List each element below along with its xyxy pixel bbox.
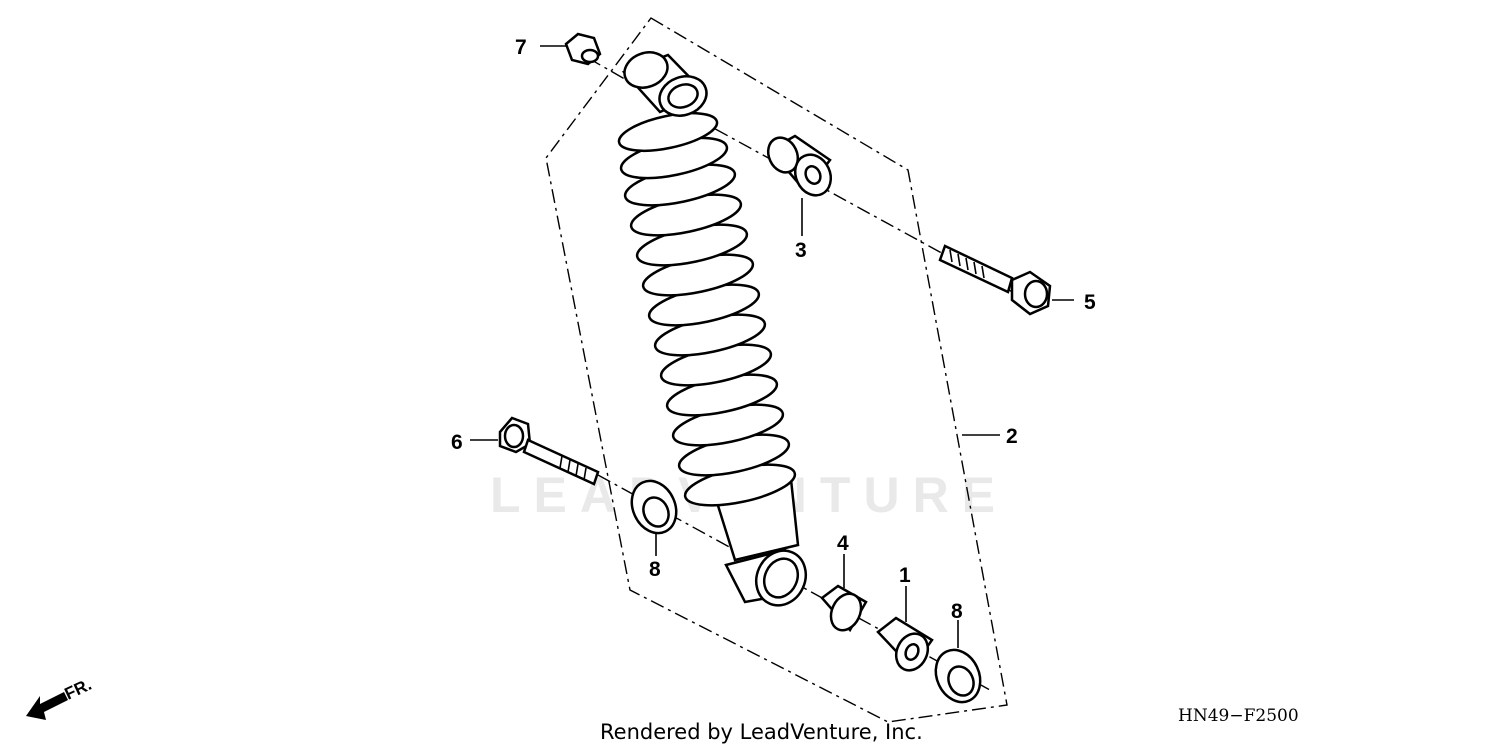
callout-8-left: 8 — [649, 558, 661, 581]
upper-bushing — [766, 134, 833, 197]
spring-coils — [617, 111, 797, 507]
callout-2: 2 — [1006, 425, 1018, 448]
lower-bolt — [498, 416, 600, 486]
callout-6: 6 — [451, 431, 463, 454]
dust-seal-right — [934, 648, 982, 704]
lower-bushing — [876, 616, 934, 672]
dust-seal-left — [630, 479, 678, 535]
callout-1: 1 — [899, 564, 911, 587]
callout-4: 4 — [837, 532, 849, 555]
front-direction-indicator: FR. — [26, 675, 95, 720]
assembly-outline — [545, 17, 1008, 723]
callout-8-right: 8 — [951, 600, 963, 623]
callout-5: 5 — [1084, 291, 1096, 314]
diagram-code: HN49−F2500 — [1178, 706, 1299, 726]
footer-credit: Rendered by LeadVenture, Inc. — [600, 720, 923, 744]
flange-nut — [564, 32, 602, 66]
upper-bolt — [938, 244, 1052, 316]
collar — [820, 584, 868, 633]
callout-3: 3 — [795, 239, 807, 262]
arrow-icon — [26, 692, 68, 720]
callout-7: 7 — [515, 36, 527, 59]
shock-absorber — [617, 51, 808, 607]
